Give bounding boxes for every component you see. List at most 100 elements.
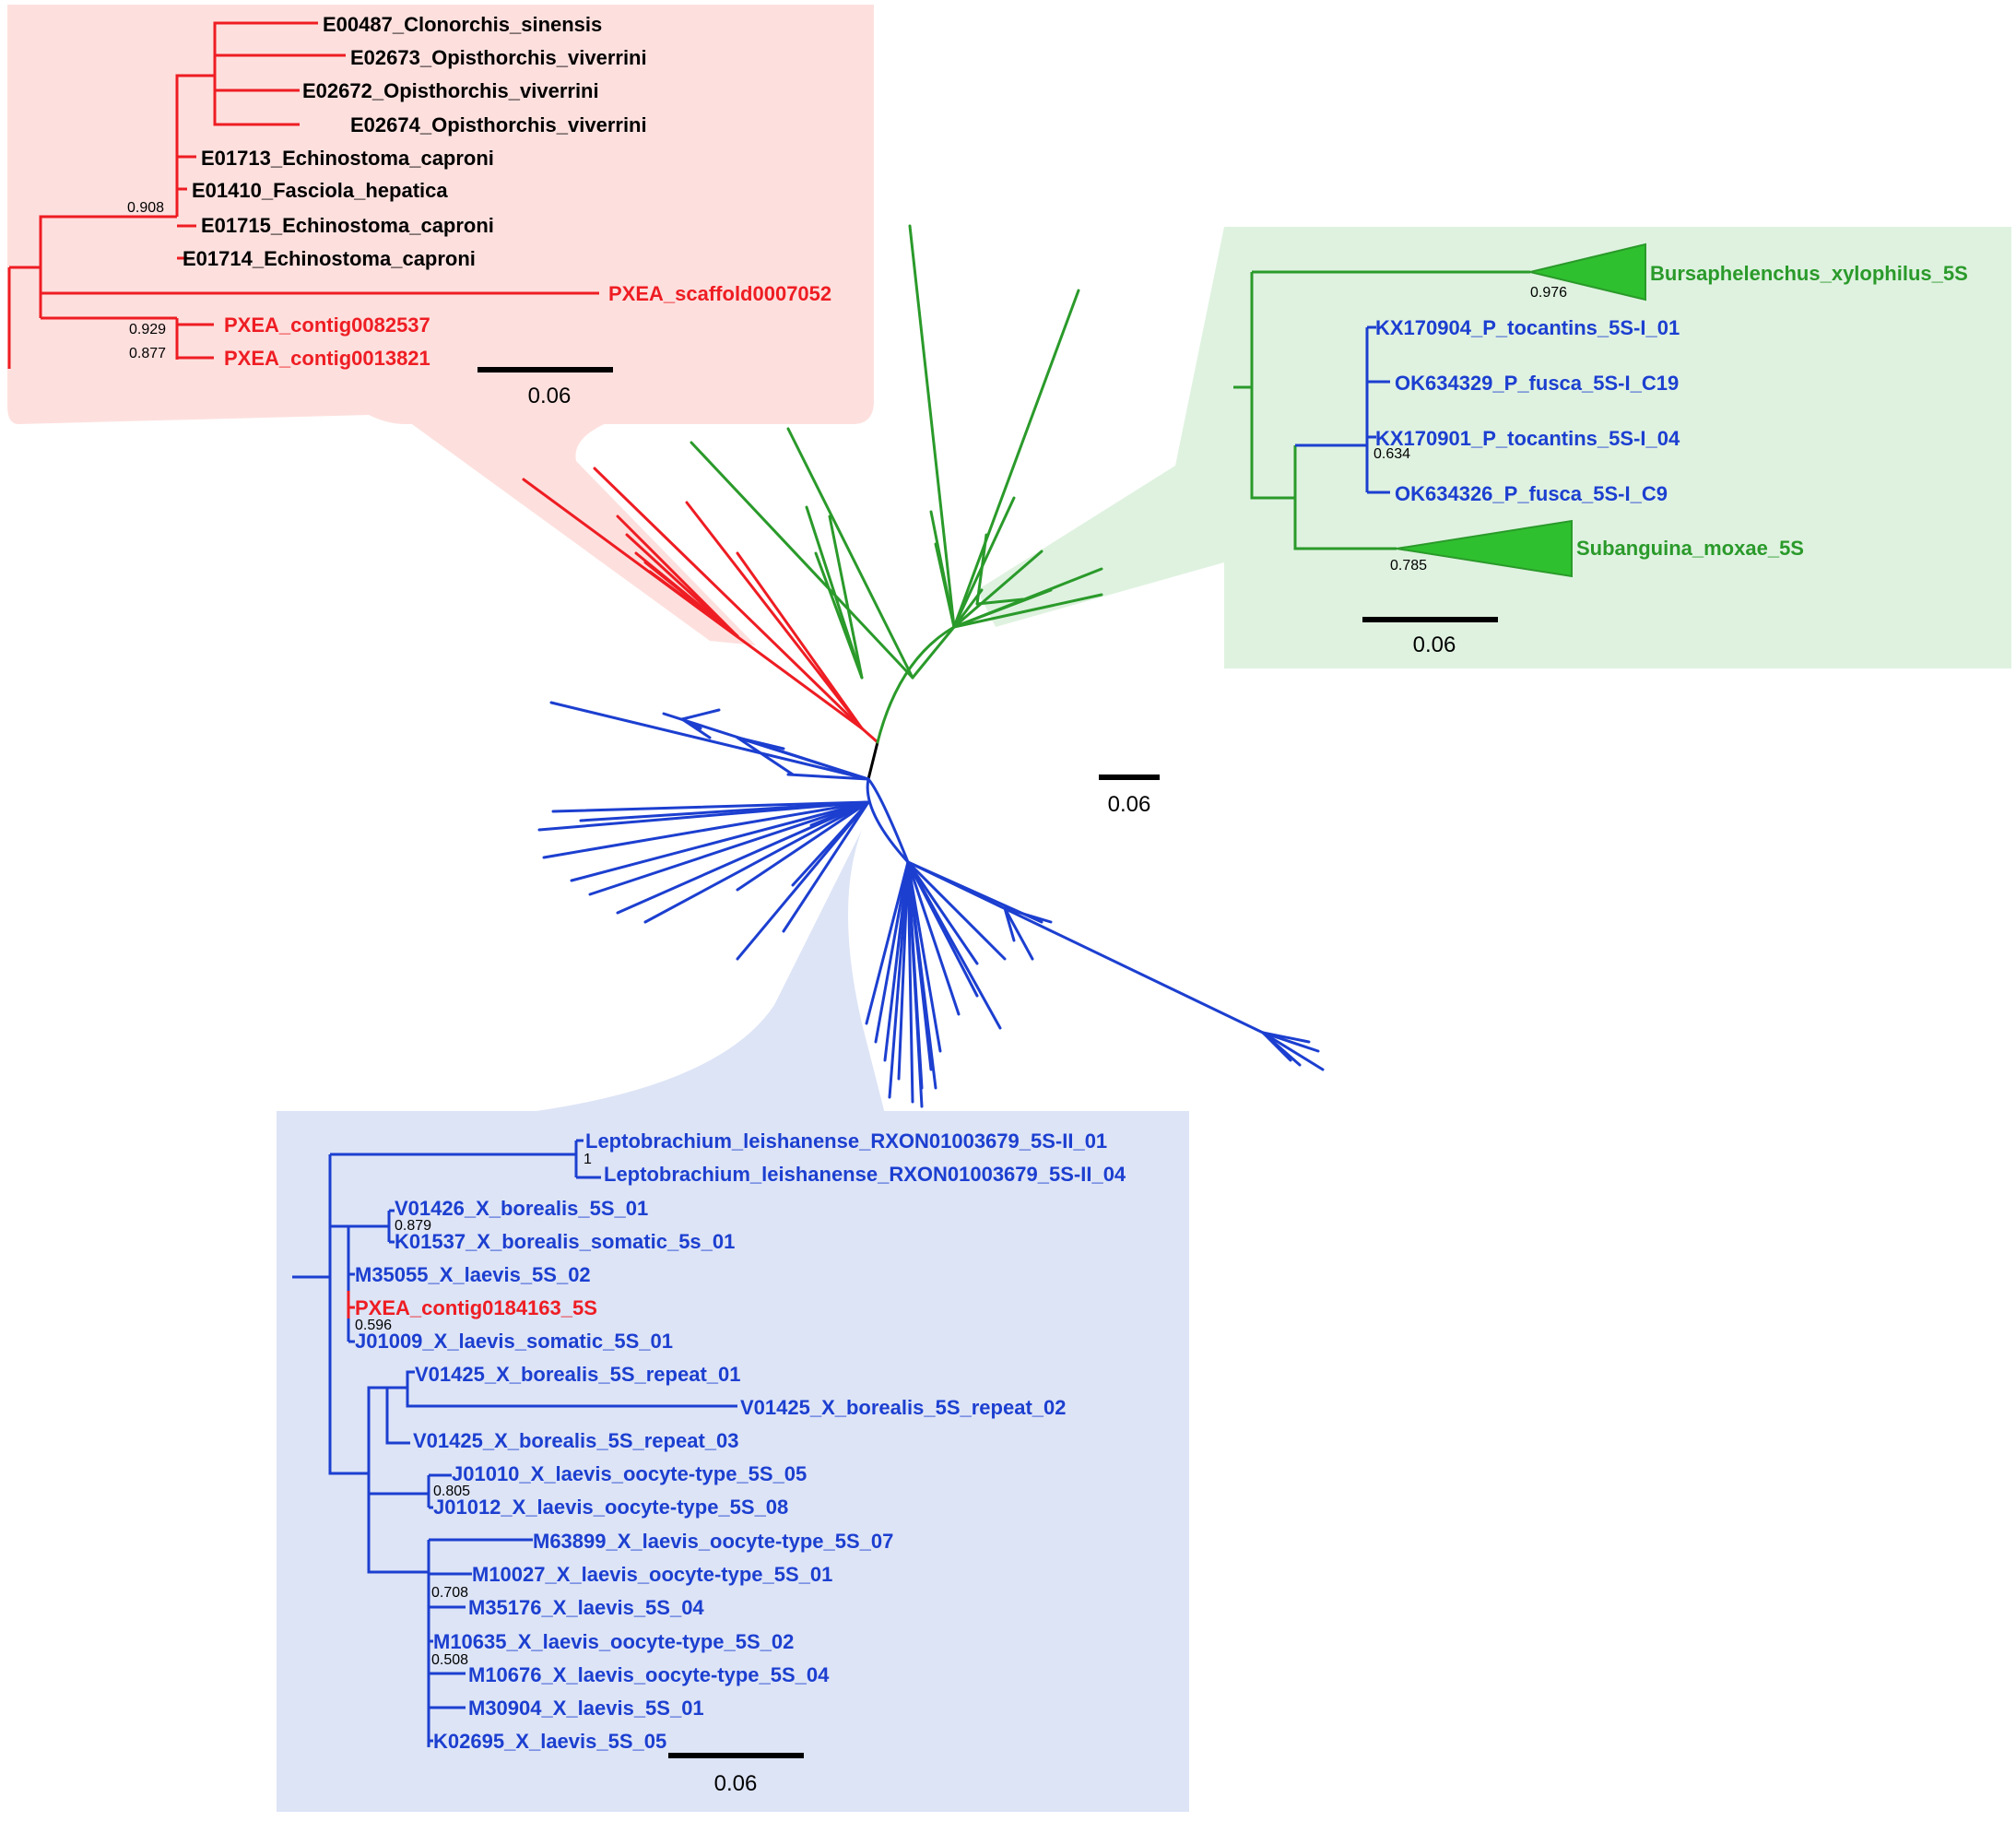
tree-branch: [906, 860, 961, 1016]
tree-branch: [736, 800, 870, 892]
tree-branch: [616, 514, 739, 638]
tip-label: OK634329_P_fusca_5S-I_C19: [1395, 372, 1679, 395]
tip-label: E01714_Echinostoma_caproni: [183, 247, 476, 270]
tree-branch: [975, 597, 1025, 606]
tip-label: PXEA_contig0184163_5S: [355, 1296, 597, 1319]
tip-label: M10635_X_laevis_oocyte-type_5S_02: [433, 1630, 794, 1653]
tree-branch: [1003, 906, 1053, 924]
tree-branch: [911, 625, 956, 680]
green-panel-background: [977, 227, 2011, 668]
blue-scale-label: 0.06: [714, 1771, 758, 1796]
tree-branch: [929, 510, 956, 629]
center-scale-bar: 0.06: [1099, 775, 1160, 817]
tree-branch: [952, 593, 1103, 629]
tree-branch: [542, 800, 870, 859]
tree-branch: [680, 717, 702, 730]
tip-label: M10027_X_laevis_oocyte-type_5S_01: [472, 1563, 832, 1586]
tip-label: M10676_X_laevis_oocyte-type_5S_04: [468, 1663, 830, 1686]
tip-label: Bursaphelenchus_xylophilus_5S: [1650, 262, 1968, 285]
collapsed-clade-triangle: [1529, 242, 1646, 302]
tree-branch: [906, 860, 914, 1104]
red-clade-branches: [522, 467, 864, 730]
tip-label: M63899_X_laevis_oocyte-type_5S_07: [533, 1530, 893, 1553]
panel-backgrounds: [7, 5, 2011, 1812]
tree-branch: [906, 860, 924, 1090]
tree-branch: [593, 467, 864, 730]
tip-label: E02672_Opisthorchis_viverrini: [302, 79, 599, 102]
red-panel-background: [7, 5, 874, 590]
backbone-black: [867, 740, 879, 781]
tip-label: E02673_Opisthorchis_viverrini: [350, 46, 647, 69]
red-scale-bar: 0.06: [477, 367, 613, 408]
tip-label: Subanguina_moxae_5S: [1576, 537, 1804, 560]
tree-branch: [690, 441, 914, 680]
backbone-blue: [866, 777, 910, 864]
backbone-green: [876, 625, 956, 744]
green-panel-tree: [1233, 270, 1530, 550]
blue-panel-labels: Leptobrachium_leishanense_RXON01003679_5…: [355, 1129, 1126, 1753]
tree-branch: [906, 860, 937, 1090]
tip-label: Leptobrachium_leishanense_RXON01003679_5…: [585, 1129, 1107, 1153]
blue-callout-wedge: [516, 830, 885, 1114]
green-panel-labels: Bursaphelenchus_xylophilus_5S KX170904_P…: [1373, 262, 1968, 573]
tip-label: J01010_X_laevis_oocyte-type_5S_05: [452, 1462, 807, 1485]
tree-branch: [616, 800, 870, 915]
tip-label: M35176_X_laevis_5S_04: [468, 1596, 704, 1619]
tip-label: V01425_X_borealis_5S_repeat_02: [740, 1396, 1066, 1419]
tree-branch: [786, 773, 870, 781]
tip-label: PXEA_scaffold0007052: [608, 282, 831, 305]
tree-branch: [782, 800, 870, 933]
support-value: 0.708: [431, 1585, 468, 1601]
tree-branch: [588, 800, 870, 896]
backbone-blue-lower: [867, 777, 910, 864]
tree-branch: [952, 289, 1080, 629]
tip-label: V01425_X_borealis_5S_repeat_01: [415, 1363, 740, 1386]
tip-label: KX170901_P_tocantins_5S-I_04: [1375, 427, 1680, 450]
tree-branch: [736, 736, 785, 751]
tip-label: K02695_X_laevis_5S_05: [433, 1730, 666, 1753]
center-scale-label: 0.06: [1108, 792, 1151, 817]
tree-branch: [685, 501, 864, 730]
tree-branch: [814, 551, 864, 680]
tree-branch: [874, 860, 910, 1044]
tree-branch: [648, 570, 739, 638]
tree-branch: [908, 224, 956, 629]
tip-label: KX170904_P_tocantins_5S-I_01: [1375, 316, 1680, 339]
tree-branch: [1261, 1031, 1292, 1062]
tree-branch: [888, 860, 910, 1099]
tree-branch: [975, 533, 988, 606]
collapsed-clade-triangle: [1396, 519, 1573, 578]
tree-branch: [906, 860, 1007, 961]
tree-branch: [952, 550, 1043, 629]
tip-label: M35055_X_laevis_5S_02: [355, 1263, 591, 1286]
tip-label: K01537_X_borealis_somatic_5s_01: [395, 1230, 735, 1253]
red-scale-label: 0.06: [528, 384, 572, 408]
tip-label: E01715_Echinostoma_caproni: [201, 214, 494, 237]
tree-branch: [906, 860, 942, 1053]
support-value: 0.785: [1390, 558, 1427, 573]
red-panel-tree: [7, 21, 599, 369]
red-callout-wedge: [406, 420, 756, 645]
tree-branch: [549, 701, 870, 781]
red-leaf-branch: [347, 1291, 355, 1318]
tree-branch: [809, 800, 870, 827]
tip-label: E01713_Echinostoma_caproni: [201, 147, 494, 170]
tip-label: OK634326_P_fusca_5S-I_C9: [1395, 482, 1668, 505]
tip-label: J01012_X_laevis_oocyte-type_5S_08: [433, 1496, 788, 1519]
support-value: 1: [584, 1152, 592, 1167]
support-value: 0.634: [1373, 446, 1410, 462]
tree-branch: [736, 551, 864, 730]
blue-panel-background: [277, 1111, 1189, 1812]
tip-label: J01009_X_laevis_somatic_5S_01: [355, 1330, 673, 1353]
tip-label: Leptobrachium_leishanense_RXON01003679_5…: [604, 1163, 1126, 1186]
support-value: 0.879: [395, 1218, 431, 1234]
tree-branch: [865, 860, 910, 1025]
red-panel-labels: E00487_Clonorchis_sinensis E02673_Opisth…: [127, 13, 831, 370]
backbone-red: [860, 727, 879, 744]
green-scale-label: 0.06: [1413, 633, 1456, 657]
tree-branch: [952, 588, 1053, 629]
tip-label: E01410_Fasciola_hepatica: [192, 179, 448, 202]
tip-label: M30904_X_laevis_5S_01: [468, 1697, 704, 1720]
support-value: 0.908: [127, 200, 164, 216]
